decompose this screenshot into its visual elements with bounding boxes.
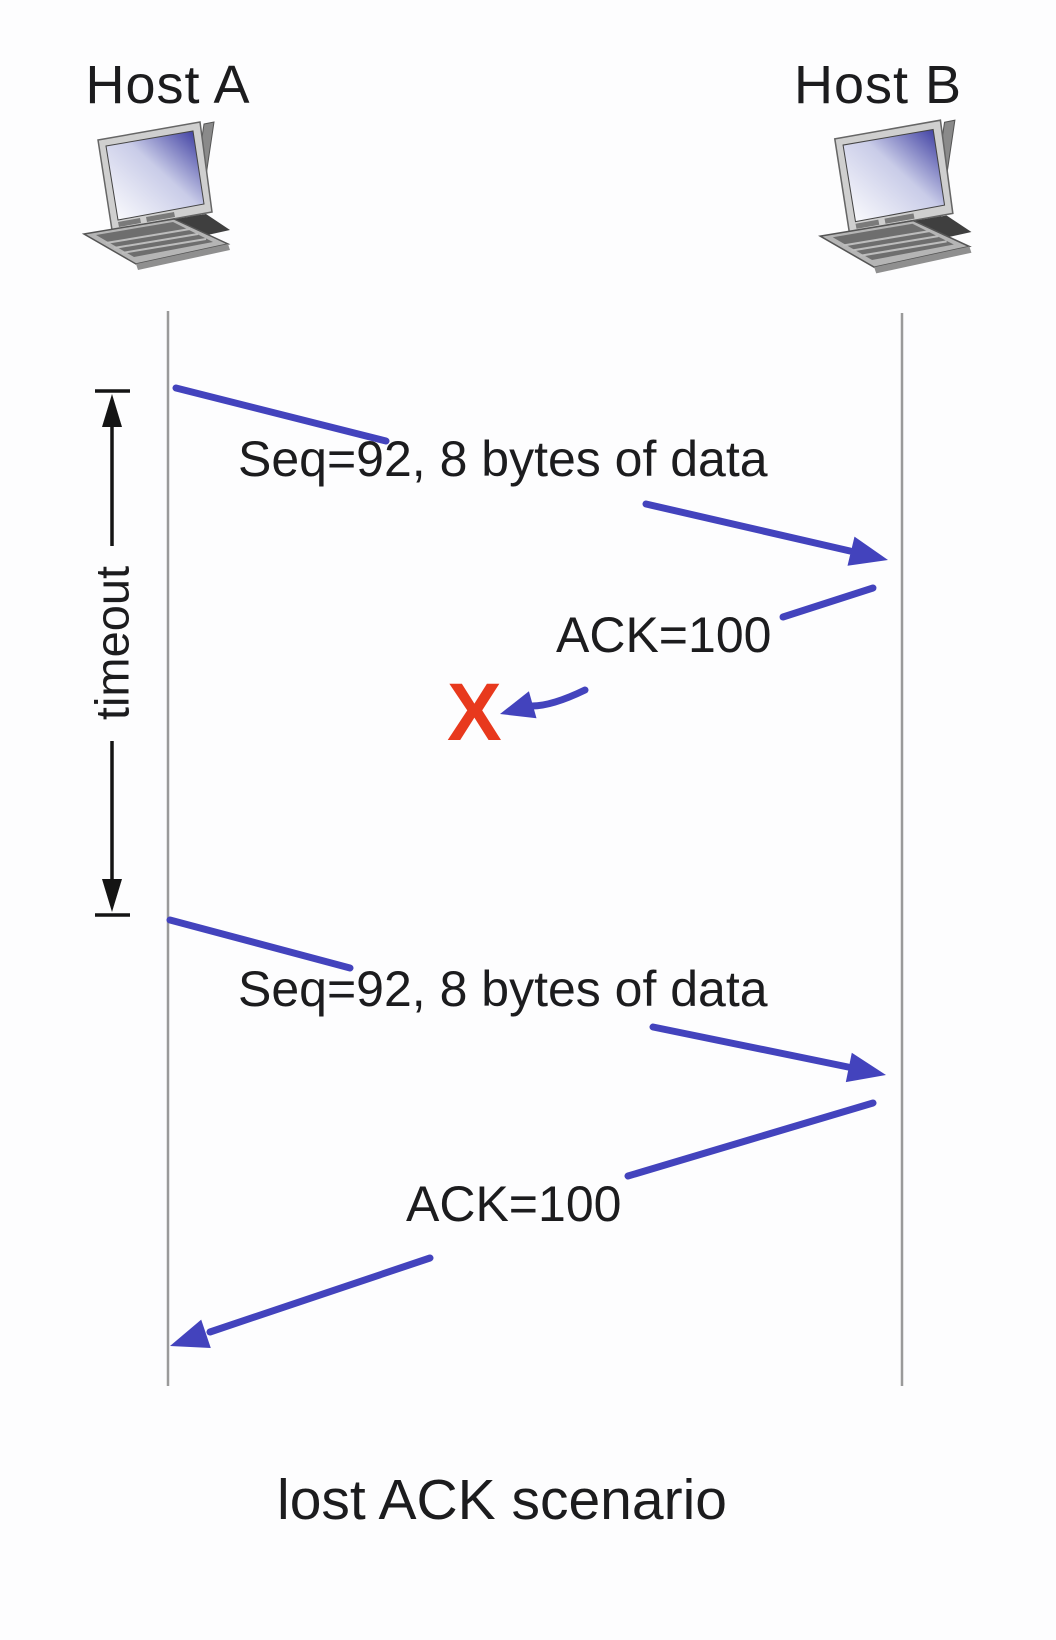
host-b-label: Host B xyxy=(793,55,963,115)
ack2-message-label: ACK=100 xyxy=(406,1176,622,1232)
ack2-arrow xyxy=(170,1099,877,1348)
timeout-label: timeout xyxy=(85,565,139,721)
host-a-label: Host A xyxy=(85,55,251,115)
seq2-arrow xyxy=(166,916,886,1083)
seq1-arrow xyxy=(172,384,888,566)
ack1-message-label: ACK=100 xyxy=(556,607,772,663)
host-b-computer-icon xyxy=(818,119,972,274)
packet-loss-x-marker: X xyxy=(447,667,502,758)
seq1-message-label: Seq=92, 8 bytes of data xyxy=(238,431,768,487)
ack1-arrow xyxy=(500,584,877,719)
timeout-interval-arrow xyxy=(95,389,130,917)
diagram-caption: lost ACK scenario xyxy=(277,1468,727,1532)
seq2-message-label: Seq=92, 8 bytes of data xyxy=(238,961,768,1017)
host-a-computer-icon xyxy=(81,121,231,270)
